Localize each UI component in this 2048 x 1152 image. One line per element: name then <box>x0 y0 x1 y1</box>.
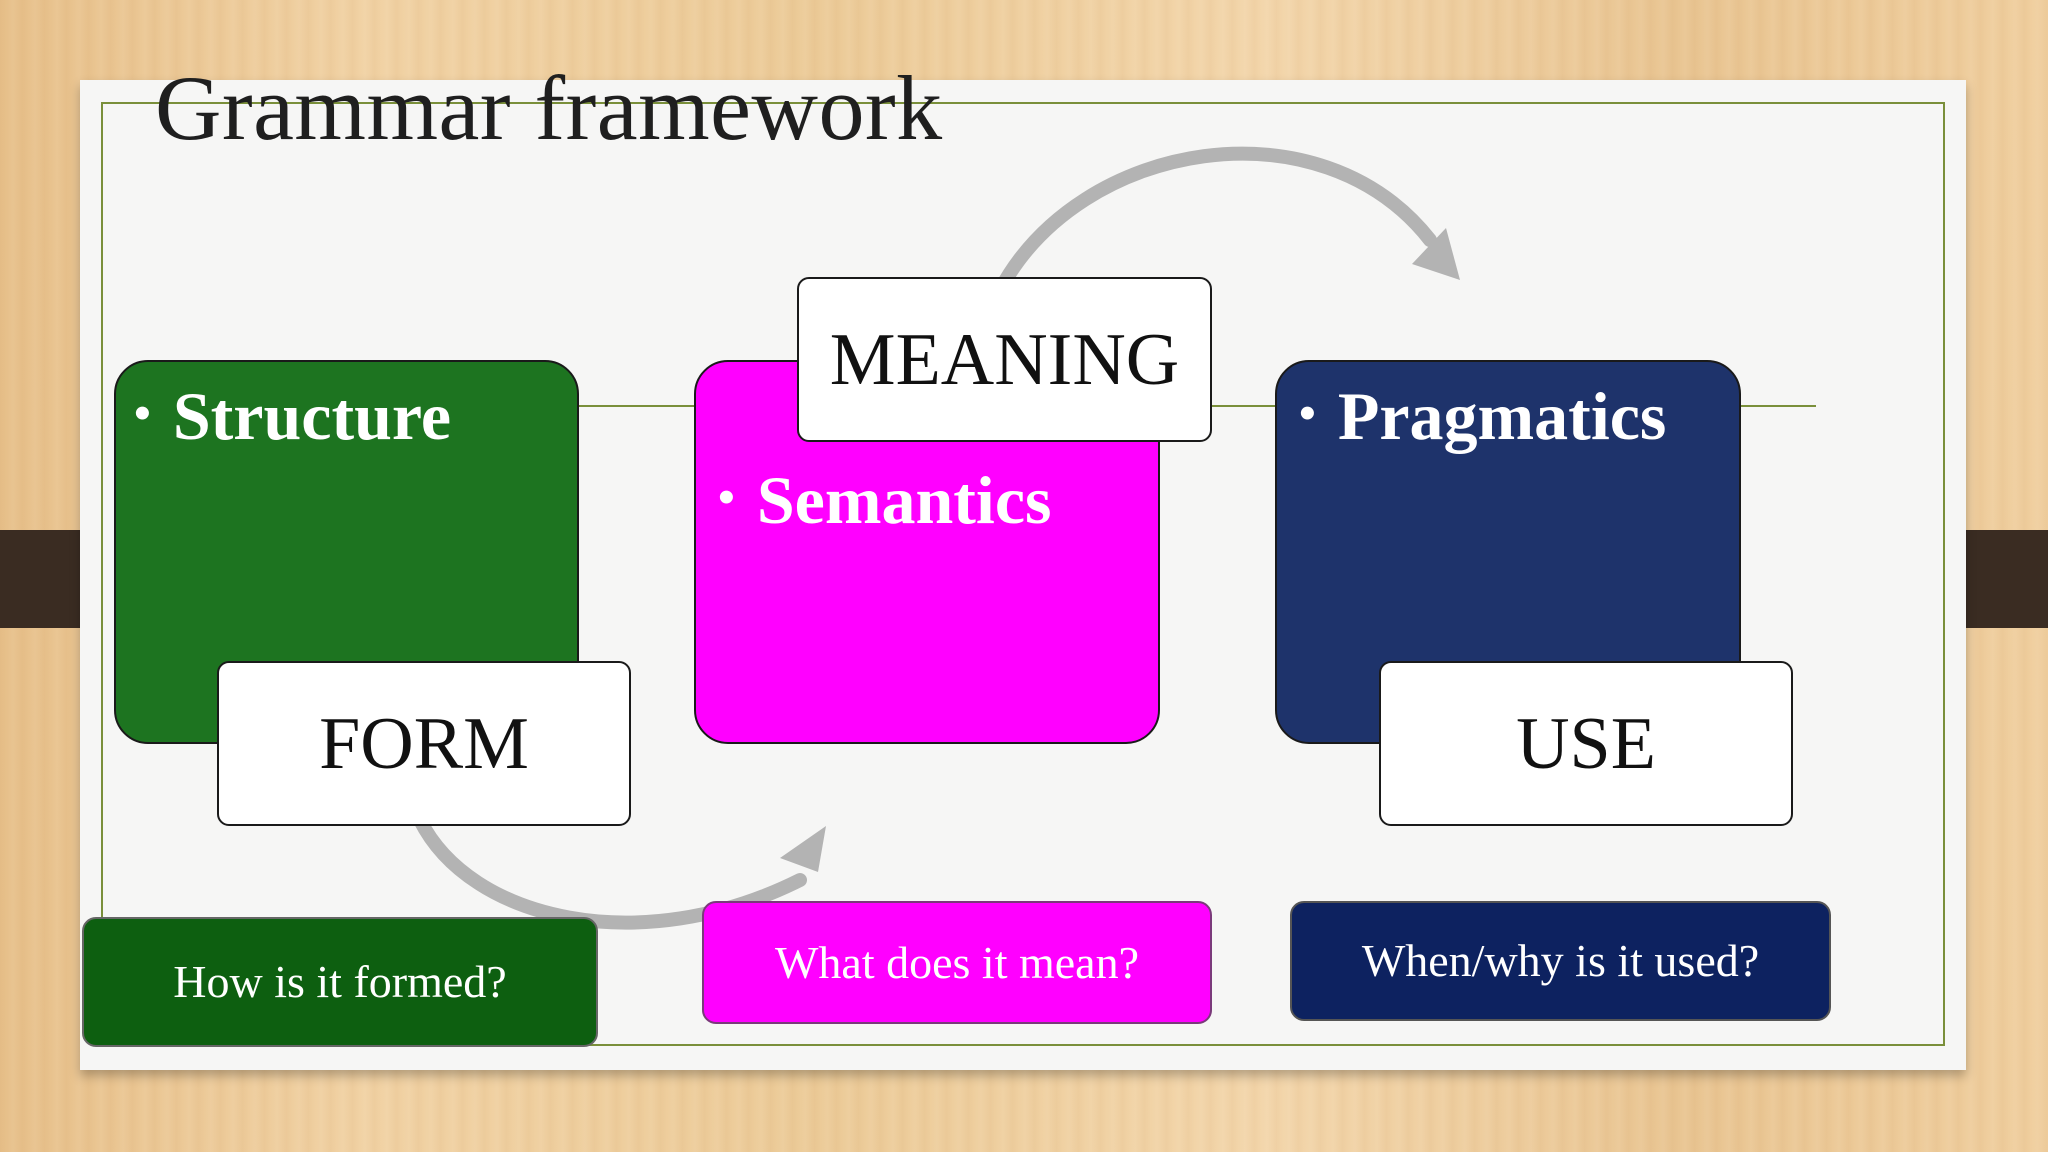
meaning-label: MEANING <box>829 318 1180 401</box>
when-why-text: When/why is it used? <box>1361 935 1760 986</box>
semantics-bullet: •Semantics <box>718 466 1051 534</box>
pragmatics-bullet: •Pragmatics <box>1299 382 1666 450</box>
arrow-head-meaning-to-use <box>1412 228 1460 280</box>
arrow-head-form-to-meaning <box>780 826 826 872</box>
how-formed-box: How is it formed? <box>82 917 598 1047</box>
bullet-dot: • <box>1299 387 1316 440</box>
bullet-dot: • <box>718 471 735 524</box>
arrow-meaning-to-use <box>993 146 1437 297</box>
semantics-label: Semantics <box>756 462 1052 538</box>
meaning-tag: MEANING <box>797 277 1212 442</box>
what-mean-text: What does it mean? <box>774 936 1140 988</box>
when-why-box: When/why is it used? <box>1290 901 1831 1021</box>
structure-bullet: •Structure <box>134 382 451 450</box>
bullet-dot: • <box>134 387 151 440</box>
use-tag: USE <box>1379 661 1793 826</box>
form-label: FORM <box>319 702 529 785</box>
how-formed-text: How is it formed? <box>173 956 507 1007</box>
pragmatics-label: Pragmatics <box>1337 378 1667 454</box>
slide-title: Grammar framework <box>155 57 943 159</box>
what-mean-box: What does it mean? <box>702 901 1212 1024</box>
structure-label: Structure <box>172 378 452 454</box>
use-label: USE <box>1516 702 1656 785</box>
form-tag: FORM <box>217 661 631 826</box>
slide-frame <box>101 102 1945 1046</box>
